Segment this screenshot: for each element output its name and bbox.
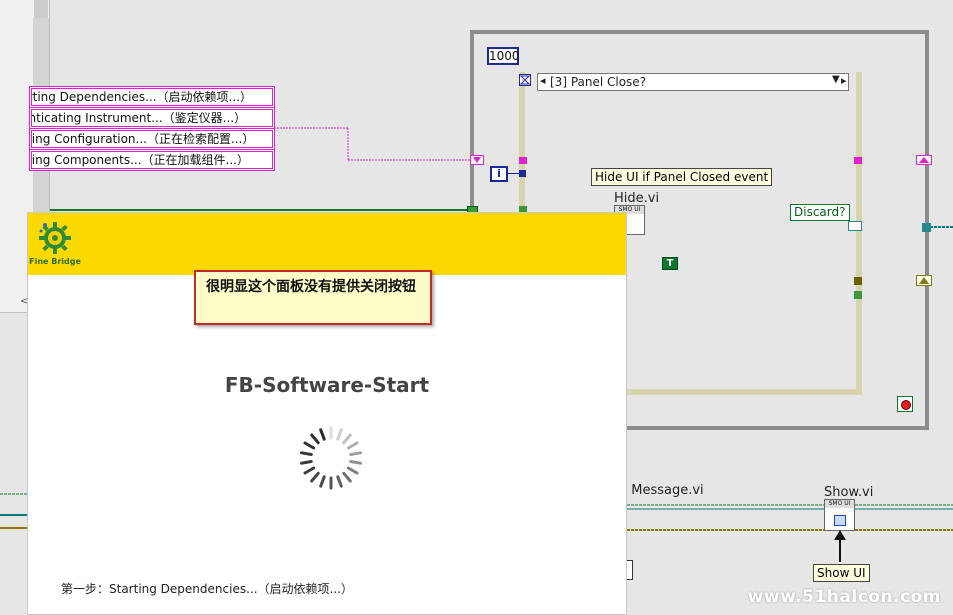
hide-vi-node[interactable]: SMO UI <box>614 205 645 235</box>
selector-increment-icon[interactable]: ▸ <box>841 74 847 87</box>
string-constant-text: Loading Configuration...（正在检索配置...） <box>31 132 255 146</box>
event-data-node-icon <box>848 221 862 231</box>
cluster-tunnel-icon <box>854 277 862 285</box>
loading-spinner-icon <box>300 426 362 490</box>
cluster-shift-register-icon <box>916 275 932 286</box>
brand-name: Fine Bridge <box>29 257 81 266</box>
event-string-tunnel-right-icon <box>854 157 862 164</box>
hide-vi-label: Hide.vi <box>614 191 660 206</box>
string-constant-starting[interactable]: Starting Dependencies...（启动依赖项...） <box>29 86 275 108</box>
hourglass-timeout-icon <box>519 74 531 86</box>
fine-bridge-gear-logo-icon <box>39 222 71 254</box>
timeout-value: 1000 <box>489 49 520 63</box>
string-constant-authenticating[interactable]: Authenticating Instrument...（鉴定仪器...） <box>29 107 275 129</box>
bottom-terminal-box <box>626 560 633 580</box>
selector-decrement-icon[interactable]: ◂ <box>540 74 546 87</box>
show-ui-comment-text: Show UI <box>817 566 866 580</box>
string-constant-components[interactable]: Loading Components...（正在加载组件...） <box>29 149 275 171</box>
splash-step-text: 第一步：Starting Dependencies...（启动依赖项...） <box>61 582 353 596</box>
discard-output[interactable]: Discard? <box>790 204 850 221</box>
string-tunnel-left-icon <box>470 155 484 165</box>
stop-terminal[interactable] <box>897 396 913 412</box>
annotation-text: 很明显这个面板没有提供关闭按钮 <box>206 279 416 295</box>
show-window-icon <box>834 515 846 526</box>
bool-tunnel-event-icon <box>519 206 527 214</box>
case-selector-label: [3] Panel Close? <box>550 75 647 89</box>
string-constant-text: Starting Dependencies...（启动依赖项...） <box>29 90 252 104</box>
dropdown-arrow-icon[interactable]: ▼ <box>832 74 840 85</box>
string-tunnel-right-icon <box>916 155 932 165</box>
string-constant-text: Authenticating Instrument...（鉴定仪器...） <box>29 111 247 125</box>
annotation-callout: 很明显这个面板没有提供关闭按钮 <box>194 270 432 325</box>
scroll-left-arrow-icon[interactable]: < <box>20 296 29 307</box>
hide-ui-comment-text: Hide UI if Panel Closed event <box>595 170 769 184</box>
string-constant-configuration[interactable]: Loading Configuration...（正在检索配置...） <box>29 128 275 150</box>
smo-ui-tag: SMO UI <box>615 206 644 214</box>
splash-header-bar: Fine Bridge <box>28 213 626 275</box>
string-constant-text: Loading Components...（正在加载组件...） <box>31 153 249 167</box>
splash-title: FB-Software-Start <box>224 373 430 397</box>
true-constant[interactable]: T <box>662 257 678 270</box>
bool-output-tunnel-icon <box>854 291 862 299</box>
show-vi-label: Show.vi <box>824 485 874 500</box>
smo-ui-tag: SMO UI <box>825 500 854 508</box>
event-string-tunnel-icon <box>519 157 527 164</box>
case-selector[interactable]: ◂ [3] Panel Close? ▼ ▸ <box>537 73 849 91</box>
ref-tunnel-right-icon <box>922 223 931 232</box>
watermark: www.51halcon.com <box>747 587 941 607</box>
iteration-terminal[interactable]: i <box>490 166 508 182</box>
iteration-wire <box>508 173 520 174</box>
show-ui-comment: Show UI <box>813 564 870 582</box>
show-vi-node[interactable]: SMO UI <box>824 499 855 531</box>
iteration-tunnel-icon <box>519 170 526 177</box>
timeout-constant[interactable]: 1000 <box>487 47 520 65</box>
discard-label: Discard? <box>794 205 846 219</box>
true-constant-text: T <box>666 258 674 269</box>
vertical-scrollbar-thumb[interactable] <box>34 0 48 18</box>
stop-icon <box>901 400 911 410</box>
hide-ui-comment: Hide UI if Panel Closed event <box>591 168 773 186</box>
iteration-label: i <box>497 167 501 180</box>
